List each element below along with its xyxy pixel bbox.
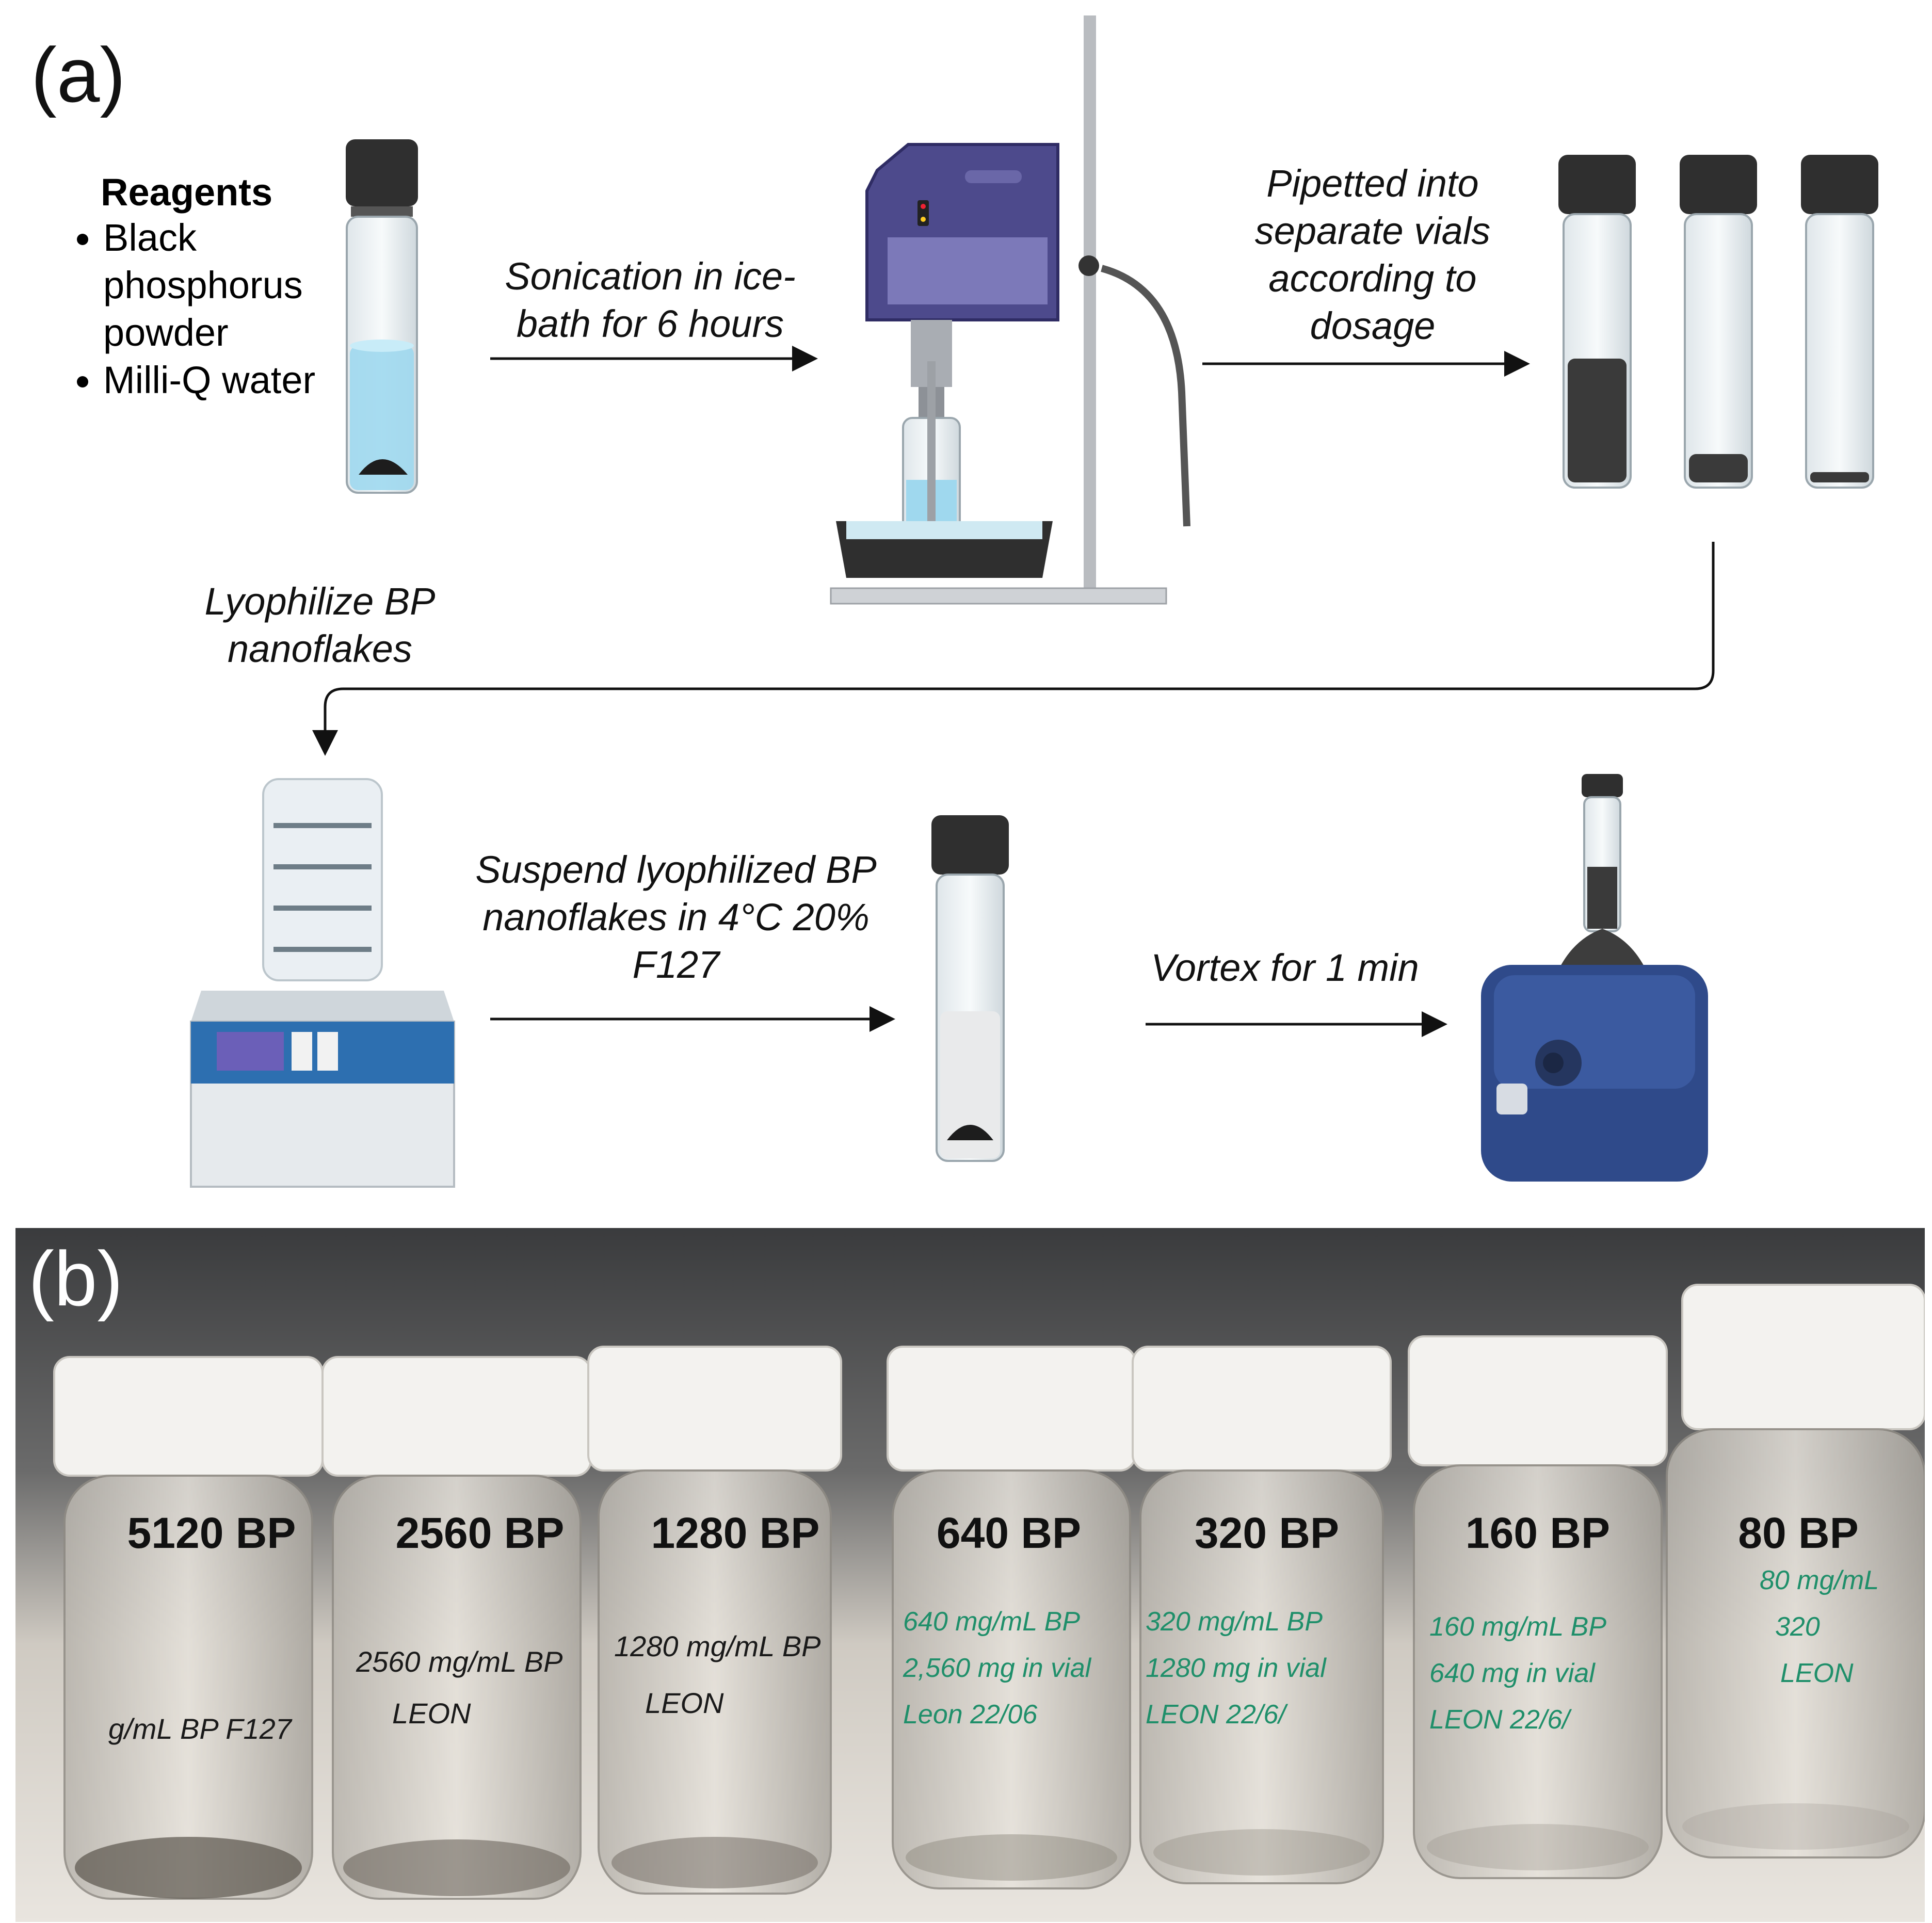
handwritten-note: 1280 mg in vial [1146,1653,1327,1683]
vial-jar [321,1356,592,1900]
handwritten-note: 320 mg/mL BP [1146,1607,1323,1637]
handwritten-note: LEON 22/6/ [1146,1700,1288,1730]
handwritten-note: 160 mg/mL BP [1429,1612,1606,1642]
handwritten-note: 80 mg/mL [1760,1565,1879,1595]
dosage-vials-illustration [1558,155,1878,489]
handwritten-note: Leon 22/06 [903,1700,1037,1730]
handwritten-note: 2560 mg/mL BP [356,1645,563,1678]
handwritten-note: 640 mg/mL BP [903,1607,1080,1637]
vial-label: 640 BP [937,1509,1081,1557]
vial-jar [1408,1335,1668,1879]
panel-b: 5120 BP 2560 BP 1280 BP 640 BP 320 BP 16… [15,1228,1925,1922]
panel-b-label: (b) [28,1235,123,1322]
step-caption-pipetting: Pipetted into separate vials according t… [1254,162,1491,347]
panel-a-label: (a) [31,31,126,118]
vial-label: 320 BP [1195,1509,1339,1557]
reagents-list: Black phosphorus powder Milli-Q water [62,214,351,404]
reagents-block: Reagents Black phosphorus powder Milli-Q… [62,170,351,404]
arrow-step-3 [312,542,1715,756]
reagent-item: Milli-Q water [103,357,351,404]
step-caption-suspend: Suspend lyophilized BP nanoflakes in 4°C… [475,848,877,986]
sonicator-illustration [830,15,1190,605]
vials-photo: 5120 BP 2560 BP 1280 BP 640 BP 320 BP 16… [15,1228,1925,1922]
freeze-dryer-illustration [190,778,455,1188]
handwritten-note: g/mL BP F127 [108,1712,293,1745]
handwritten-note: LEON [392,1697,471,1730]
handwritten-note: LEON 22/6/ [1429,1705,1572,1735]
reagent-vial-illustration [346,139,418,494]
handwritten-note: LEON [1780,1658,1854,1688]
reagents-title: Reagents [101,171,273,214]
handwritten-note: 1280 mg/mL BP [614,1630,821,1662]
vial-jar [53,1356,324,1900]
vial-jar [887,1346,1136,1889]
panel-a: (a) Reagents Black phosphorus powder Mil… [0,0,1932,1218]
step-caption-lyophilize: Lyophilize BP nanoflakes [204,580,436,670]
step-caption-vortex: Vortex for 1 min [1151,946,1419,989]
suspension-vial-illustration [931,815,1009,1162]
vial-label: 160 BP [1466,1509,1610,1557]
vial-label: 80 BP [1738,1509,1858,1557]
vial-label: 2560 BP [396,1509,565,1557]
vial-label: 5120 BP [127,1509,296,1557]
handwritten-note: 640 mg in vial [1429,1658,1596,1688]
vial-jar [1132,1346,1392,1884]
handwritten-note: 2,560 mg in vial [903,1653,1092,1683]
step-caption-sonication: Sonication in ice-bath for 6 hours [505,255,796,345]
workflow-illustrations [190,15,1878,1188]
vial-jar [1666,1284,1925,1859]
vial-jar [587,1346,842,1895]
handwritten-note: 320 [1775,1612,1820,1642]
handwritten-note: LEON [645,1687,724,1719]
vial-label: 1280 BP [651,1509,820,1557]
reagent-item: Black phosphorus powder [103,214,351,357]
vortex-mixer-illustration [1481,774,1708,1182]
